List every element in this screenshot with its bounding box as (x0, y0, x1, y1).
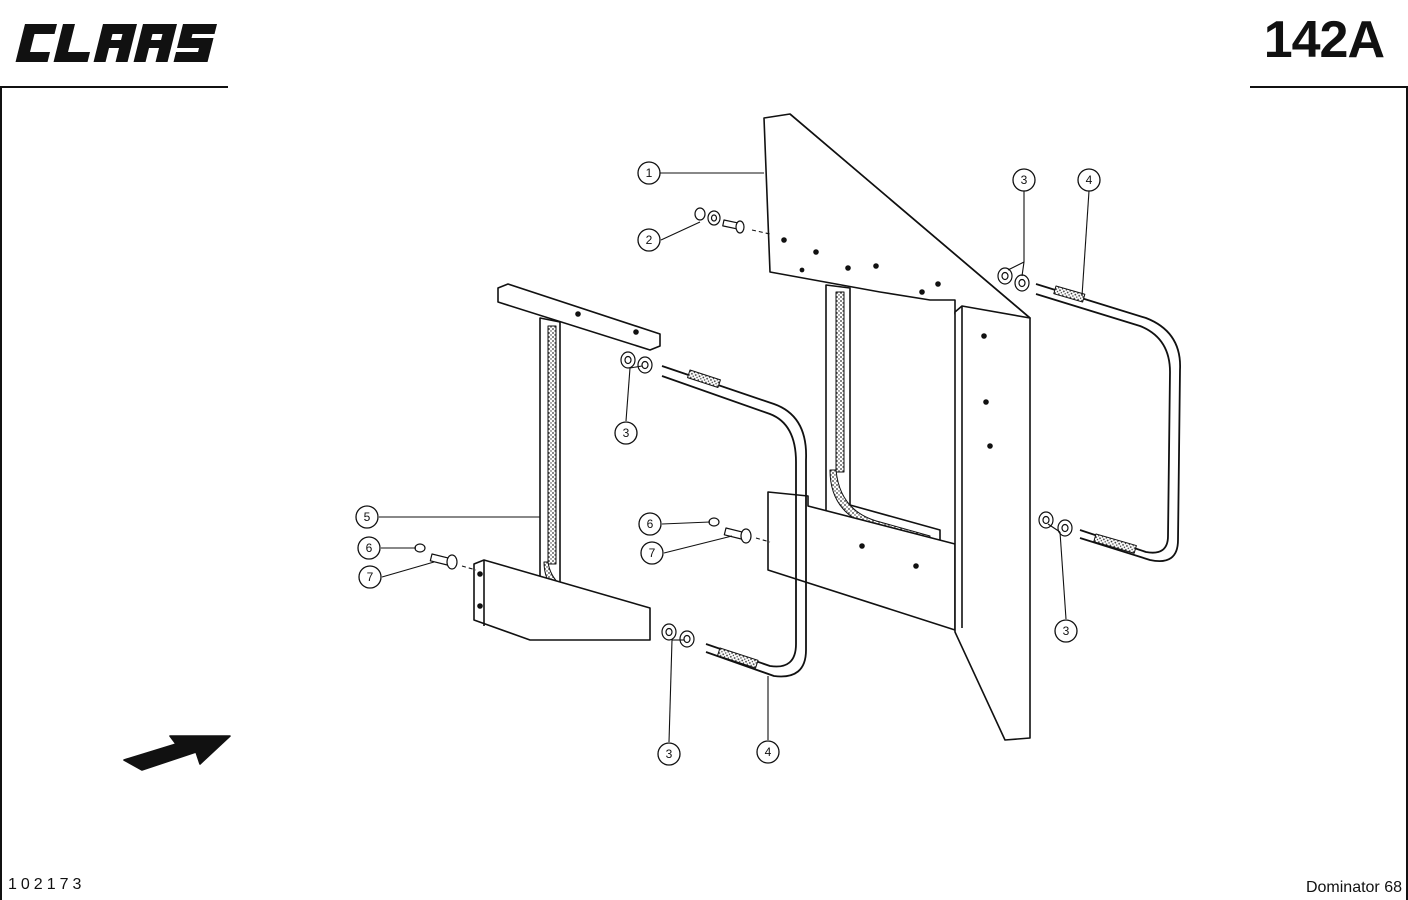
callout-numbers: 1 2 3 4 3 5 6 6 7 7 3 3 4 (364, 166, 1093, 761)
callout-6-left: 6 (366, 541, 373, 555)
frame-right-line (1406, 86, 1408, 900)
frame-left-line (0, 86, 2, 900)
page-number: 142A (1263, 11, 1385, 69)
callout-3-top-right: 3 (1021, 173, 1028, 187)
callout-4-top-right: 4 (1086, 173, 1093, 187)
callout-6-center: 6 (647, 517, 654, 531)
bolts-part-7-washers-part-6 (414, 517, 752, 570)
document-number: 102173 (8, 876, 86, 893)
callout-3-bottom: 3 (666, 747, 673, 761)
machine-model: Dominator 68 (1305, 879, 1402, 896)
callout-circles (355, 161, 1101, 766)
rear-channel (825, 284, 941, 549)
frame-part-5 (473, 283, 661, 641)
header-rule-right (1250, 86, 1408, 88)
callout-7-center: 7 (649, 546, 656, 560)
callout-2: 2 (646, 233, 653, 247)
bolt-nut-washer-part-2 (694, 207, 745, 234)
strap-left-part-4 (661, 365, 807, 678)
callout-3-lower-right: 3 (1063, 624, 1070, 638)
callout-4-bottom: 4 (765, 745, 772, 759)
callout-7-left: 7 (367, 570, 374, 584)
direction-arrow (123, 735, 231, 771)
callout-5: 5 (364, 510, 371, 524)
side-panel-part-1 (763, 113, 1031, 326)
strap-right-part-4 (1035, 283, 1181, 562)
callout-3-upper-left: 3 (623, 426, 630, 440)
front-post (954, 305, 1031, 741)
callout-1: 1 (646, 166, 653, 180)
leader-lines (379, 172, 1090, 743)
brand-logo (8, 20, 230, 66)
header-rule-left (0, 86, 228, 88)
